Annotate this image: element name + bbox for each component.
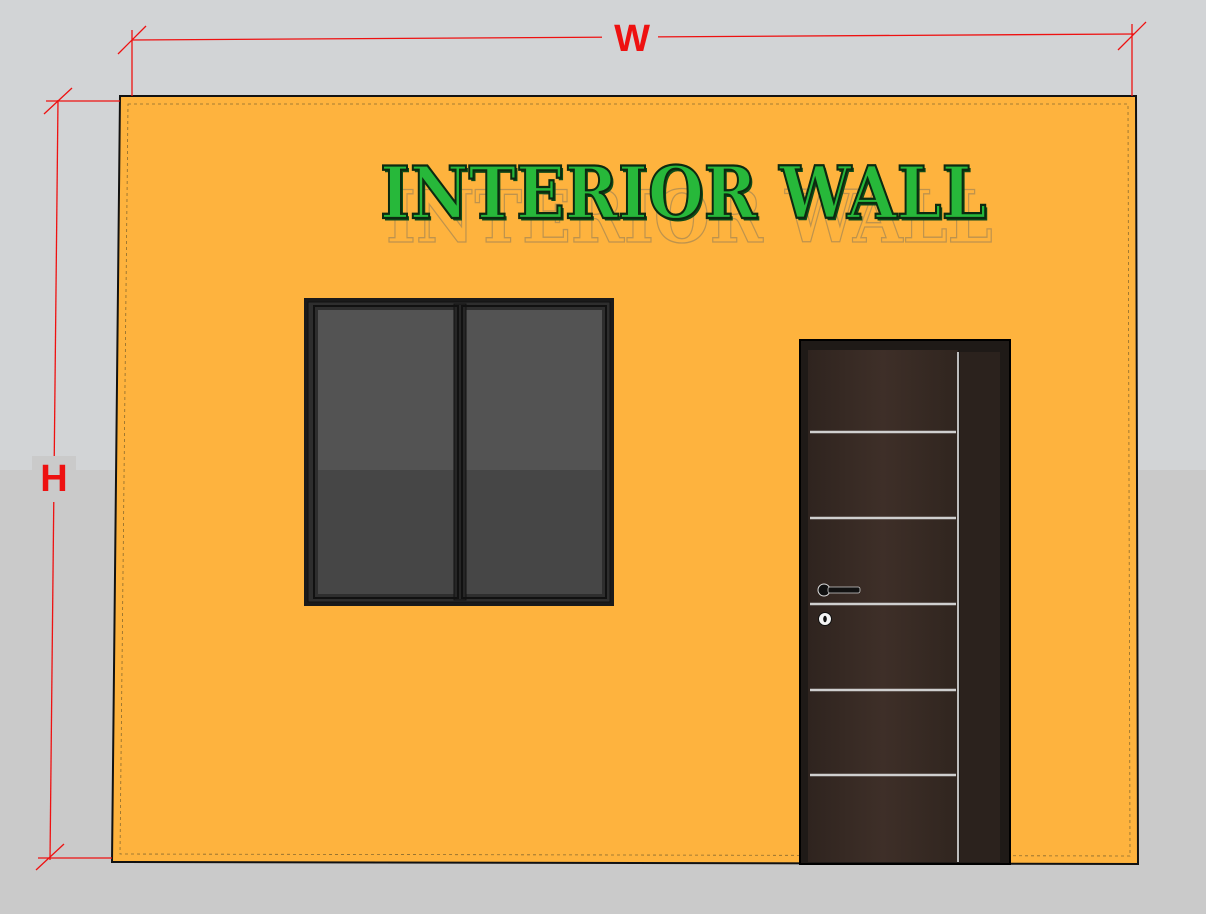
door-grooves xyxy=(810,430,956,777)
door-side-panel xyxy=(960,352,1000,862)
window xyxy=(304,298,614,606)
door xyxy=(799,339,1011,865)
sign-shadow-text: INTERIOR WALL xyxy=(385,175,993,260)
height-label: H xyxy=(40,458,68,500)
interior-wall-sign: INTERIOR WALL INTERIOR WALL xyxy=(379,151,993,261)
height-label-backdrop xyxy=(32,456,76,502)
door-leaf xyxy=(808,350,958,862)
width-label-backdrop xyxy=(602,22,658,58)
wall-dashed-edge xyxy=(119,103,1131,857)
window-pane-right xyxy=(466,310,602,470)
width-label: W xyxy=(614,18,650,60)
sign-title-text: INTERIOR WALL xyxy=(379,151,988,237)
window-pane-left xyxy=(318,310,454,470)
door-handle-icon xyxy=(817,583,861,597)
keyhole-icon xyxy=(818,612,832,626)
